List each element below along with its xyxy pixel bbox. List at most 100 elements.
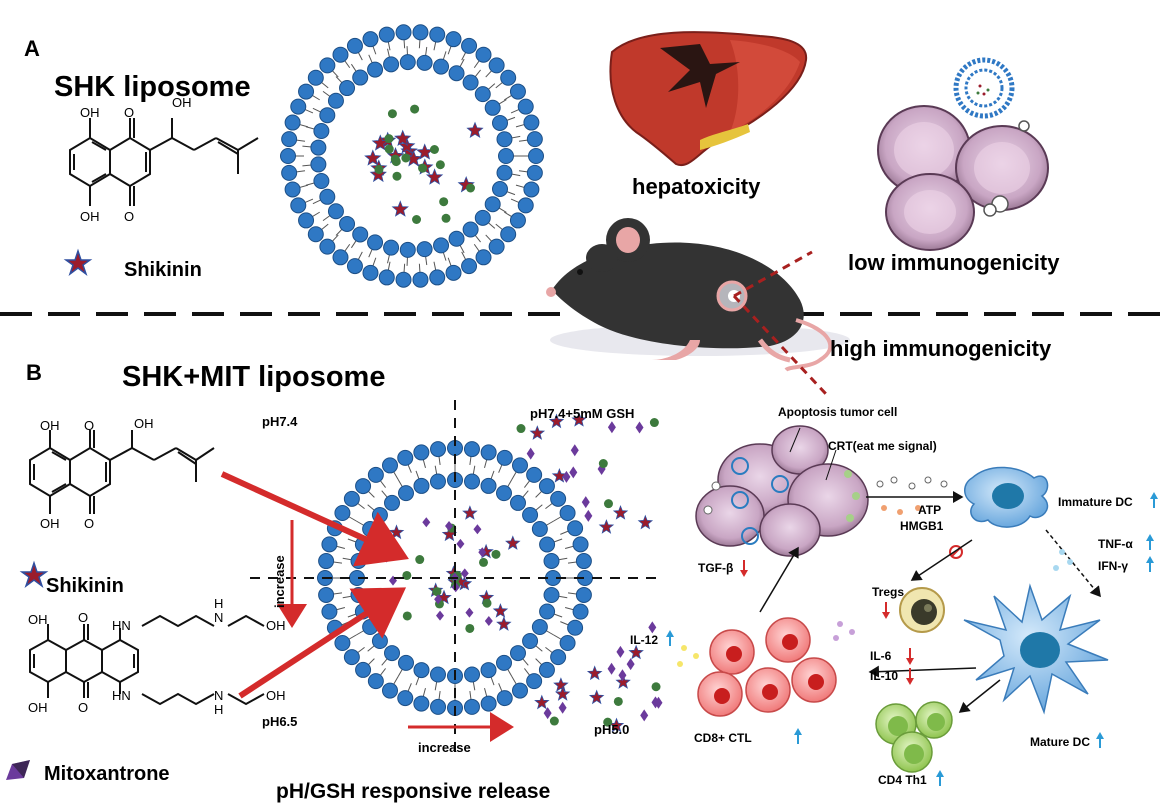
lipid-head [509,645,526,662]
lipid-head [526,164,543,181]
lipid-head [284,181,301,198]
lipid-head [334,635,351,651]
up-arrow-icon [1146,534,1154,541]
lipid-head [371,507,388,524]
chem-oh-label: OH [134,416,154,431]
il6-label: IL-6 [870,649,892,663]
chem-o-label: O [78,610,88,625]
chem-h-label: H [214,596,223,611]
lipid-head [496,131,513,148]
mature-dc-icon [963,583,1109,715]
drug-dot [390,154,400,164]
drug-dot [603,499,613,509]
lipid-head [464,666,481,683]
lipid-head [480,695,497,712]
lipid-head [572,603,589,620]
danger-signal-dots [876,476,948,515]
tumor-cell-cluster-a [877,105,1049,251]
mature-dc-label: Mature DC [1030,735,1090,749]
lipid-head [500,69,517,86]
lipid-head [523,114,540,131]
lipid-head [307,69,324,86]
tnf-label: TNF-α [1098,537,1133,551]
lipid-head [413,662,430,679]
lipid-head [433,237,450,254]
dc-to-treg-arrow [910,539,973,581]
diamond-icon [616,645,625,658]
lipid-head [448,230,465,247]
apoptosis-pointer [789,427,801,453]
lipid-head [492,181,509,198]
up-arrow-icon [1146,556,1154,563]
lipid-head [319,188,336,205]
lipid-head [318,553,335,570]
lipid-head [539,536,556,553]
up-arrow-icon [666,630,674,637]
star-icon [394,129,412,146]
lipid-head [362,31,379,48]
drug-dot [384,144,394,154]
dc-to-th1-arrow [958,679,1001,713]
lipid-head [559,635,576,651]
lipid-head [509,83,526,100]
lipid-head [321,603,338,620]
up-arrow-icon [1096,732,1104,739]
ph74-arrow [220,471,409,567]
diamond-icon [581,496,590,509]
chem-hn-label: HN [112,618,131,633]
lipid-head [395,271,412,288]
lipid-head [332,46,349,63]
star-icon [529,425,546,440]
chem-hn-label: HN [112,688,131,703]
liver-icon [609,31,808,167]
star-icon [598,519,615,534]
lipid-head [352,226,369,243]
drug-dot [402,570,412,580]
lipid-head [281,164,298,181]
lipid-head [567,520,584,537]
small-liposome-icon [953,57,1015,119]
lipid-head [526,131,543,148]
chem-h-label: H [214,702,223,717]
lipid-head [362,619,379,635]
star-icon [553,677,569,692]
lipid-head [463,698,480,715]
lipid-head [480,662,497,679]
lipid-head [496,654,512,671]
diamond-icon [526,447,535,460]
diamond-icon [484,616,493,627]
star-icon [637,514,654,530]
release-caption: pH/GSH responsive release [276,780,550,803]
chem-o-label: O [84,418,94,433]
chem-o-label: O [124,105,134,120]
lipid-head [397,690,414,707]
chem-oh-label: OH [40,418,60,433]
dc-to-ctl-arrow [868,665,977,678]
star-icon [588,689,605,705]
lipid-head [350,552,367,569]
diamond-icon [654,696,663,709]
lipid-head [445,31,462,48]
hmgb1-label: HMGB1 [900,519,944,533]
lipid-head [484,99,501,116]
lipid-head [399,241,416,258]
lipid-head [462,74,479,91]
lipid-head [526,466,543,483]
released-drugs [516,411,663,733]
diamond-icon [473,524,482,535]
lipid-head [480,477,497,494]
down-arrow-icon [882,612,890,619]
lipid-head [362,521,379,537]
lipid-head [319,238,336,255]
legend-shikinin-a: Shikinin [124,259,202,281]
ph-bottom-left-label: pH6.5 [262,714,297,729]
star-icon [571,411,587,427]
lipid-head [310,139,327,156]
drug-dot [387,109,397,119]
treg-icon [899,587,945,633]
diamond-icon [422,517,431,528]
lipid-head [526,673,543,690]
immature-dc-label: Immature DC [1058,495,1133,509]
ph-top-right-label: pH7.4+5mM GSH [530,406,634,421]
lipid-head [397,449,414,466]
